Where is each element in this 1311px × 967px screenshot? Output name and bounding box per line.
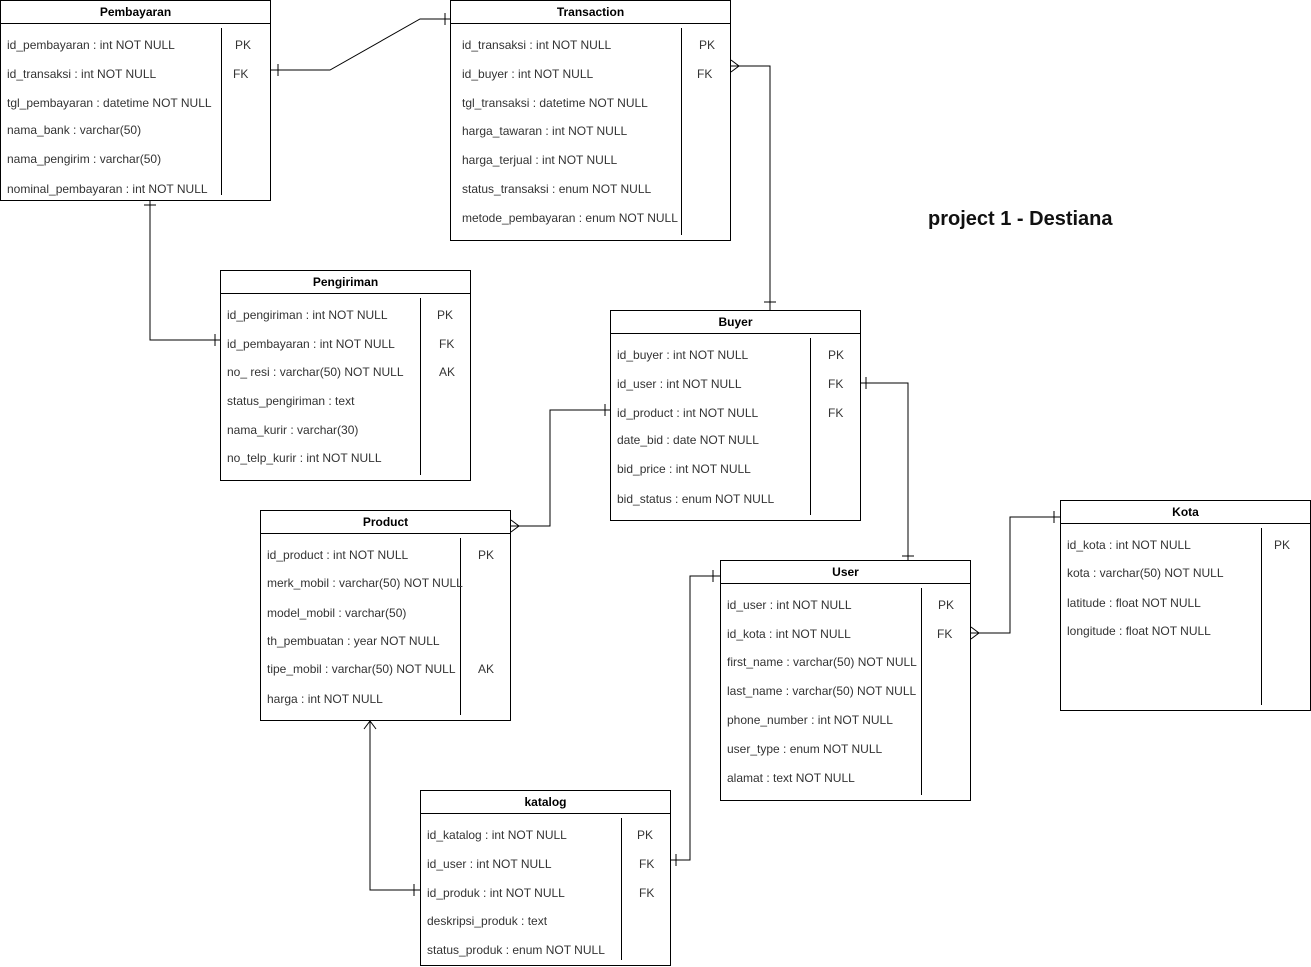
field-key: FK: [828, 377, 844, 391]
field-alamat: alamat : text NOT NULL: [727, 771, 855, 785]
field-key: PK: [1274, 538, 1291, 552]
field-key: PK: [828, 348, 845, 362]
field-longitude: longitude : float NOT NULL: [1067, 624, 1211, 638]
field-nama-pengirim: nama_pengirim : varchar(50): [7, 152, 162, 166]
entity-kota[interactable]: Kota id_kota : int NOT NULL PK kota : va…: [1060, 500, 1311, 711]
field-status-produk: status_produk : enum NOT NULL: [427, 943, 605, 957]
entity-pembayaran[interactable]: Pembayaran id_pembayaran : int NOT NULL …: [0, 0, 271, 201]
rel-transaction-buyer: [731, 65, 771, 310]
field-key: PK: [699, 38, 716, 52]
field-id-product: id_product : int NOT NULL: [617, 406, 759, 420]
field-kota: kota : varchar(50) NOT NULL: [1067, 566, 1224, 580]
field-metode-pembayaran: metode_pembayaran : enum NOT NULL: [462, 211, 678, 225]
field-id-user: id_user : int NOT NULL: [617, 377, 742, 391]
entity-title: Pembayaran: [1, 1, 270, 24]
field-tgl-transaksi: tgl_transaksi : datetime NOT NULL: [462, 96, 648, 110]
key-divider: [921, 588, 922, 795]
field-nama-bank: nama_bank : varchar(50): [7, 123, 142, 137]
entity-product[interactable]: Product id_product : int NOT NULL PK mer…: [260, 510, 511, 721]
field-id-transaksi: id_transaksi : int NOT NULL: [7, 67, 157, 81]
field-key: FK: [828, 406, 844, 420]
field-key: PK: [437, 308, 454, 322]
entity-title: Transaction: [451, 1, 730, 24]
field-harga-terjual: harga_terjual : int NOT NULL: [462, 153, 618, 167]
entity-title: Buyer: [611, 311, 860, 334]
field-id-transaksi: id_transaksi : int NOT NULL: [462, 38, 612, 52]
rel-pembayaran-transaction: [271, 18, 450, 71]
field-id-user: id_user : int NOT NULL: [727, 598, 852, 612]
field-first-name: first_name : varchar(50) NOT NULL: [727, 655, 917, 669]
field-date-bid: date_bid : date NOT NULL: [617, 433, 759, 447]
field-status-pengiriman: status_pengiriman : text: [227, 394, 355, 408]
field-tgl-pembayaran: tgl_pembayaran : datetime NOT NULL: [7, 96, 212, 110]
field-user-type: user_type : enum NOT NULL: [727, 742, 883, 756]
entity-transaction[interactable]: Transaction id_transaksi : int NOT NULL …: [450, 0, 731, 241]
field-key: PK: [637, 828, 654, 842]
field-id-buyer: id_buyer : int NOT NULL: [617, 348, 749, 362]
field-nominal-pembayaran: nominal_pembayaran : int NOT NULL: [7, 182, 208, 196]
field-key: FK: [639, 886, 655, 900]
field-phone-number: phone_number : int NOT NULL: [727, 713, 893, 727]
entity-pengiriman[interactable]: Pengiriman id_pengiriman : int NOT NULL …: [220, 270, 471, 481]
field-key: FK: [439, 337, 455, 351]
field-th-pembuatan: th_pembuatan : year NOT NULL: [267, 634, 440, 648]
field-id-katalog: id_katalog : int NOT NULL: [427, 828, 567, 842]
field-id-produk: id_produk : int NOT NULL: [427, 886, 565, 900]
field-key: PK: [235, 38, 252, 52]
field-merk-mobil: merk_mobil : varchar(50) NOT NULL: [267, 576, 463, 590]
entity-title: Product: [261, 511, 510, 534]
rel-user-kota: [971, 516, 1060, 634]
field-tipe-mobil: tipe_mobil : varchar(50) NOT NULL: [267, 662, 456, 676]
field-key: FK: [639, 857, 655, 871]
field-key: PK: [938, 598, 955, 612]
rel-product-katalog: [369, 721, 420, 891]
rel-buyer-user: [861, 382, 909, 560]
key-divider: [810, 338, 811, 515]
field-deskripsi-produk: deskripsi_produk : text: [427, 914, 548, 928]
field-no-resi: no_ resi : varchar(50) NOT NULL: [227, 365, 404, 379]
key-divider: [221, 28, 222, 195]
field-key: FK: [233, 67, 249, 81]
field-harga: harga : int NOT NULL: [267, 692, 383, 706]
field-bid-status: bid_status : enum NOT NULL: [617, 492, 775, 506]
rel-pembayaran-pengiriman: [149, 201, 220, 341]
field-id-pembayaran: id_pembayaran : int NOT NULL: [7, 38, 175, 52]
key-divider: [1261, 528, 1262, 705]
field-key: AK: [478, 662, 495, 676]
rel-buyer-product: [511, 409, 610, 527]
entity-katalog[interactable]: katalog id_katalog : int NOT NULL PK id_…: [420, 790, 671, 966]
entity-user[interactable]: User id_user : int NOT NULL PK id_kota :…: [720, 560, 971, 801]
field-latitude: latitude : float NOT NULL: [1067, 596, 1201, 610]
entity-title: Kota: [1061, 501, 1310, 524]
field-key: AK: [439, 365, 456, 379]
field-id-pembayaran: id_pembayaran : int NOT NULL: [227, 337, 395, 351]
field-key: FK: [937, 627, 953, 641]
key-divider: [621, 818, 622, 960]
field-no-telp-kurir: no_telp_kurir : int NOT NULL: [227, 451, 382, 465]
key-divider: [681, 28, 682, 235]
entity-title: katalog: [421, 791, 670, 814]
field-key: FK: [697, 67, 713, 81]
key-divider: [460, 538, 461, 715]
page-title: project 1 - Destiana: [928, 208, 1113, 230]
entity-title: User: [721, 561, 970, 584]
field-status-transaksi: status_transaksi : enum NOT NULL: [462, 182, 652, 196]
field-nama-kurir: nama_kurir : varchar(30): [227, 423, 359, 437]
field-harga-tawaran: harga_tawaran : int NOT NULL: [462, 124, 628, 138]
field-key: PK: [478, 548, 495, 562]
field-id-product: id_product : int NOT NULL: [267, 548, 409, 562]
field-id-kota: id_kota : int NOT NULL: [727, 627, 851, 641]
field-id-pengiriman: id_pengiriman : int NOT NULL: [227, 308, 388, 322]
field-id-buyer: id_buyer : int NOT NULL: [462, 67, 594, 81]
key-divider: [420, 298, 421, 475]
field-model-mobil: model_mobil : varchar(50): [267, 606, 407, 620]
entity-buyer[interactable]: Buyer id_buyer : int NOT NULL PK id_user…: [610, 310, 861, 521]
rel-katalog-user: [671, 575, 720, 861]
entity-title: Pengiriman: [221, 271, 470, 294]
field-bid-price: bid_price : int NOT NULL: [617, 462, 751, 476]
field-id-user: id_user : int NOT NULL: [427, 857, 552, 871]
field-last-name: last_name : varchar(50) NOT NULL: [727, 684, 917, 698]
field-id-kota: id_kota : int NOT NULL: [1067, 538, 1191, 552]
